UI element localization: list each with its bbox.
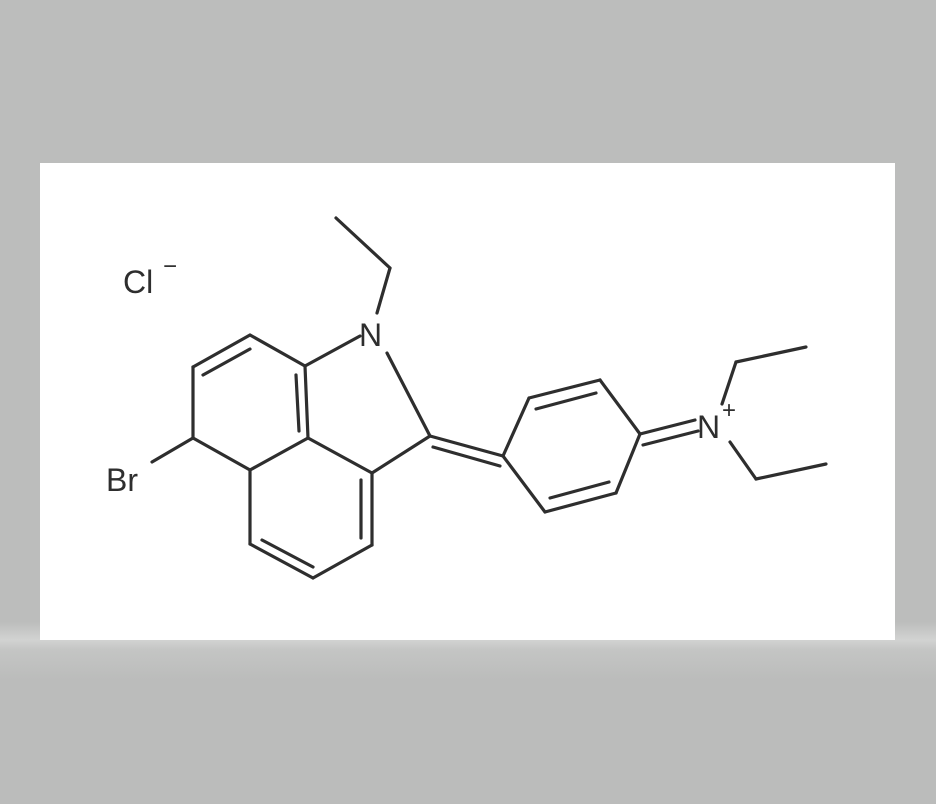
bond	[728, 440, 758, 481]
bond	[385, 351, 432, 438]
chloride-charge: −	[163, 253, 177, 280]
bond	[614, 432, 642, 495]
bromine-label: Br	[106, 462, 138, 498]
bond	[598, 378, 642, 436]
chloride-label: Cl	[123, 264, 153, 300]
bond	[150, 436, 195, 464]
bond	[534, 391, 598, 411]
bond	[248, 436, 310, 472]
bond	[720, 360, 738, 406]
bond	[201, 347, 252, 377]
iminium-nitrogen-label: N	[697, 409, 720, 445]
bond	[303, 334, 362, 368]
bond	[543, 491, 618, 514]
bond	[334, 216, 392, 270]
bond	[306, 436, 374, 475]
bond	[370, 434, 432, 475]
bond	[501, 454, 547, 514]
bond	[191, 436, 252, 472]
ring-nitrogen-label: N	[359, 317, 382, 353]
bond	[375, 266, 392, 315]
structure-card	[40, 163, 895, 640]
bond	[294, 373, 301, 433]
iminium-charge: +	[722, 397, 736, 424]
bond	[260, 538, 315, 569]
bond	[431, 445, 502, 468]
bond	[248, 542, 315, 580]
bond	[303, 364, 310, 440]
bond	[754, 462, 828, 481]
bond	[428, 434, 505, 458]
bond	[638, 418, 697, 436]
bond	[311, 543, 374, 580]
bond	[734, 345, 808, 364]
bond	[191, 333, 252, 369]
bond	[548, 480, 611, 500]
bond	[501, 396, 531, 458]
bond	[248, 333, 307, 368]
bond	[641, 429, 700, 447]
bond	[527, 378, 602, 400]
